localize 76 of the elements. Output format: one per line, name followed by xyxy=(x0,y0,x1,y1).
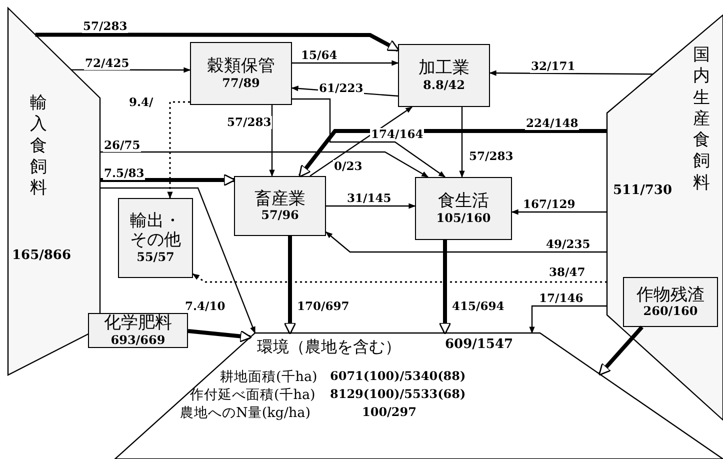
row-value: 100/297 xyxy=(362,405,416,420)
arrow xyxy=(100,174,236,186)
flow-value: 105/160 xyxy=(436,210,491,225)
arrow xyxy=(489,70,653,76)
edge-label: 32/171 xyxy=(530,60,576,73)
edge-label: 7.5/83 xyxy=(103,167,146,180)
box-title: 食生活 xyxy=(438,192,489,211)
flow-value: 55/57 xyxy=(136,250,174,264)
box-title: 輸出・その他 xyxy=(129,212,182,250)
box-title: 作物残渣 xyxy=(636,286,704,304)
edge-label: 26/75 xyxy=(103,139,142,152)
box-title: 穀類保管 xyxy=(207,57,275,76)
arrow xyxy=(598,326,644,376)
flow-value: 511/730 xyxy=(613,183,672,198)
edge-label: 17/146 xyxy=(538,292,584,305)
process-box xyxy=(398,44,490,107)
edge-label: 49/235 xyxy=(545,238,592,251)
edge-label: 0/23 xyxy=(333,160,364,173)
arrow xyxy=(292,98,446,178)
edge-label: 57/283 xyxy=(468,150,514,163)
process-box xyxy=(118,198,193,278)
arrow xyxy=(438,240,452,335)
arrow xyxy=(100,151,429,178)
panel-title: 輸入食飼料 xyxy=(30,93,47,200)
row-value: 6071(100)/5340(88) xyxy=(330,369,466,384)
flow-value: 693/669 xyxy=(110,332,166,347)
arrow xyxy=(325,232,607,253)
row-label: 耕地面積(千ha) xyxy=(220,369,318,386)
arrow xyxy=(511,209,607,215)
edge-label: 57/283 xyxy=(226,116,272,129)
arrow xyxy=(269,105,275,177)
arrow xyxy=(35,32,400,52)
edge-label: 167/129 xyxy=(522,198,576,211)
dotted-arrow xyxy=(192,273,607,283)
panel-title: 国内生産食飼料 xyxy=(693,45,710,194)
arrow xyxy=(100,187,256,334)
dotted-arrow xyxy=(167,101,190,199)
arrow xyxy=(284,236,296,335)
row-label: 農地へのN量(kg/ha) xyxy=(180,405,310,422)
flow-value: 609/1547 xyxy=(445,337,514,352)
row-value: 8129(100)/5533(68) xyxy=(330,387,466,402)
arrow xyxy=(326,203,416,209)
flow-value: 77/89 xyxy=(222,76,260,90)
arrow xyxy=(310,106,413,176)
flow-value: 260/160 xyxy=(643,304,698,318)
edge-label: 9.4/ xyxy=(128,96,154,109)
process-box xyxy=(234,176,326,236)
edge-label: 72/425 xyxy=(84,57,130,70)
domestic-feed-panel xyxy=(607,15,723,420)
panel-title: 環境（農地を含む） xyxy=(257,337,401,358)
arrow xyxy=(529,305,607,334)
edge-label: 15/64 xyxy=(300,49,338,62)
edge-label: 174/164 xyxy=(370,128,424,141)
flow-value: 57/96 xyxy=(261,208,299,222)
box-title: 加工業 xyxy=(418,59,470,78)
process-box xyxy=(190,42,292,105)
process-box xyxy=(415,177,512,240)
edge-label: 61/223 xyxy=(318,82,364,95)
edge-label: 57/283 xyxy=(82,20,128,33)
edge-label: 170/697 xyxy=(296,300,350,313)
flow-value: 165/866 xyxy=(12,248,72,263)
arrow xyxy=(71,67,191,73)
arrow xyxy=(459,107,465,178)
edge-label: 7.4/10 xyxy=(184,300,226,313)
edge-label: 224/148 xyxy=(525,117,580,130)
input-box xyxy=(623,277,718,327)
row-label: 作付延べ面積(千ha) xyxy=(190,387,316,404)
edge-label: 415/694 xyxy=(451,300,506,313)
edge-label: 38/47 xyxy=(548,266,586,279)
edge-label: 31/145 xyxy=(346,192,392,205)
arrow xyxy=(292,60,399,66)
arrow xyxy=(188,329,252,342)
input-box xyxy=(88,313,188,348)
box-title: 化学肥料 xyxy=(104,314,172,333)
box-title: 畜産業 xyxy=(254,190,306,208)
flow-value: 8.8/42 xyxy=(423,78,465,92)
